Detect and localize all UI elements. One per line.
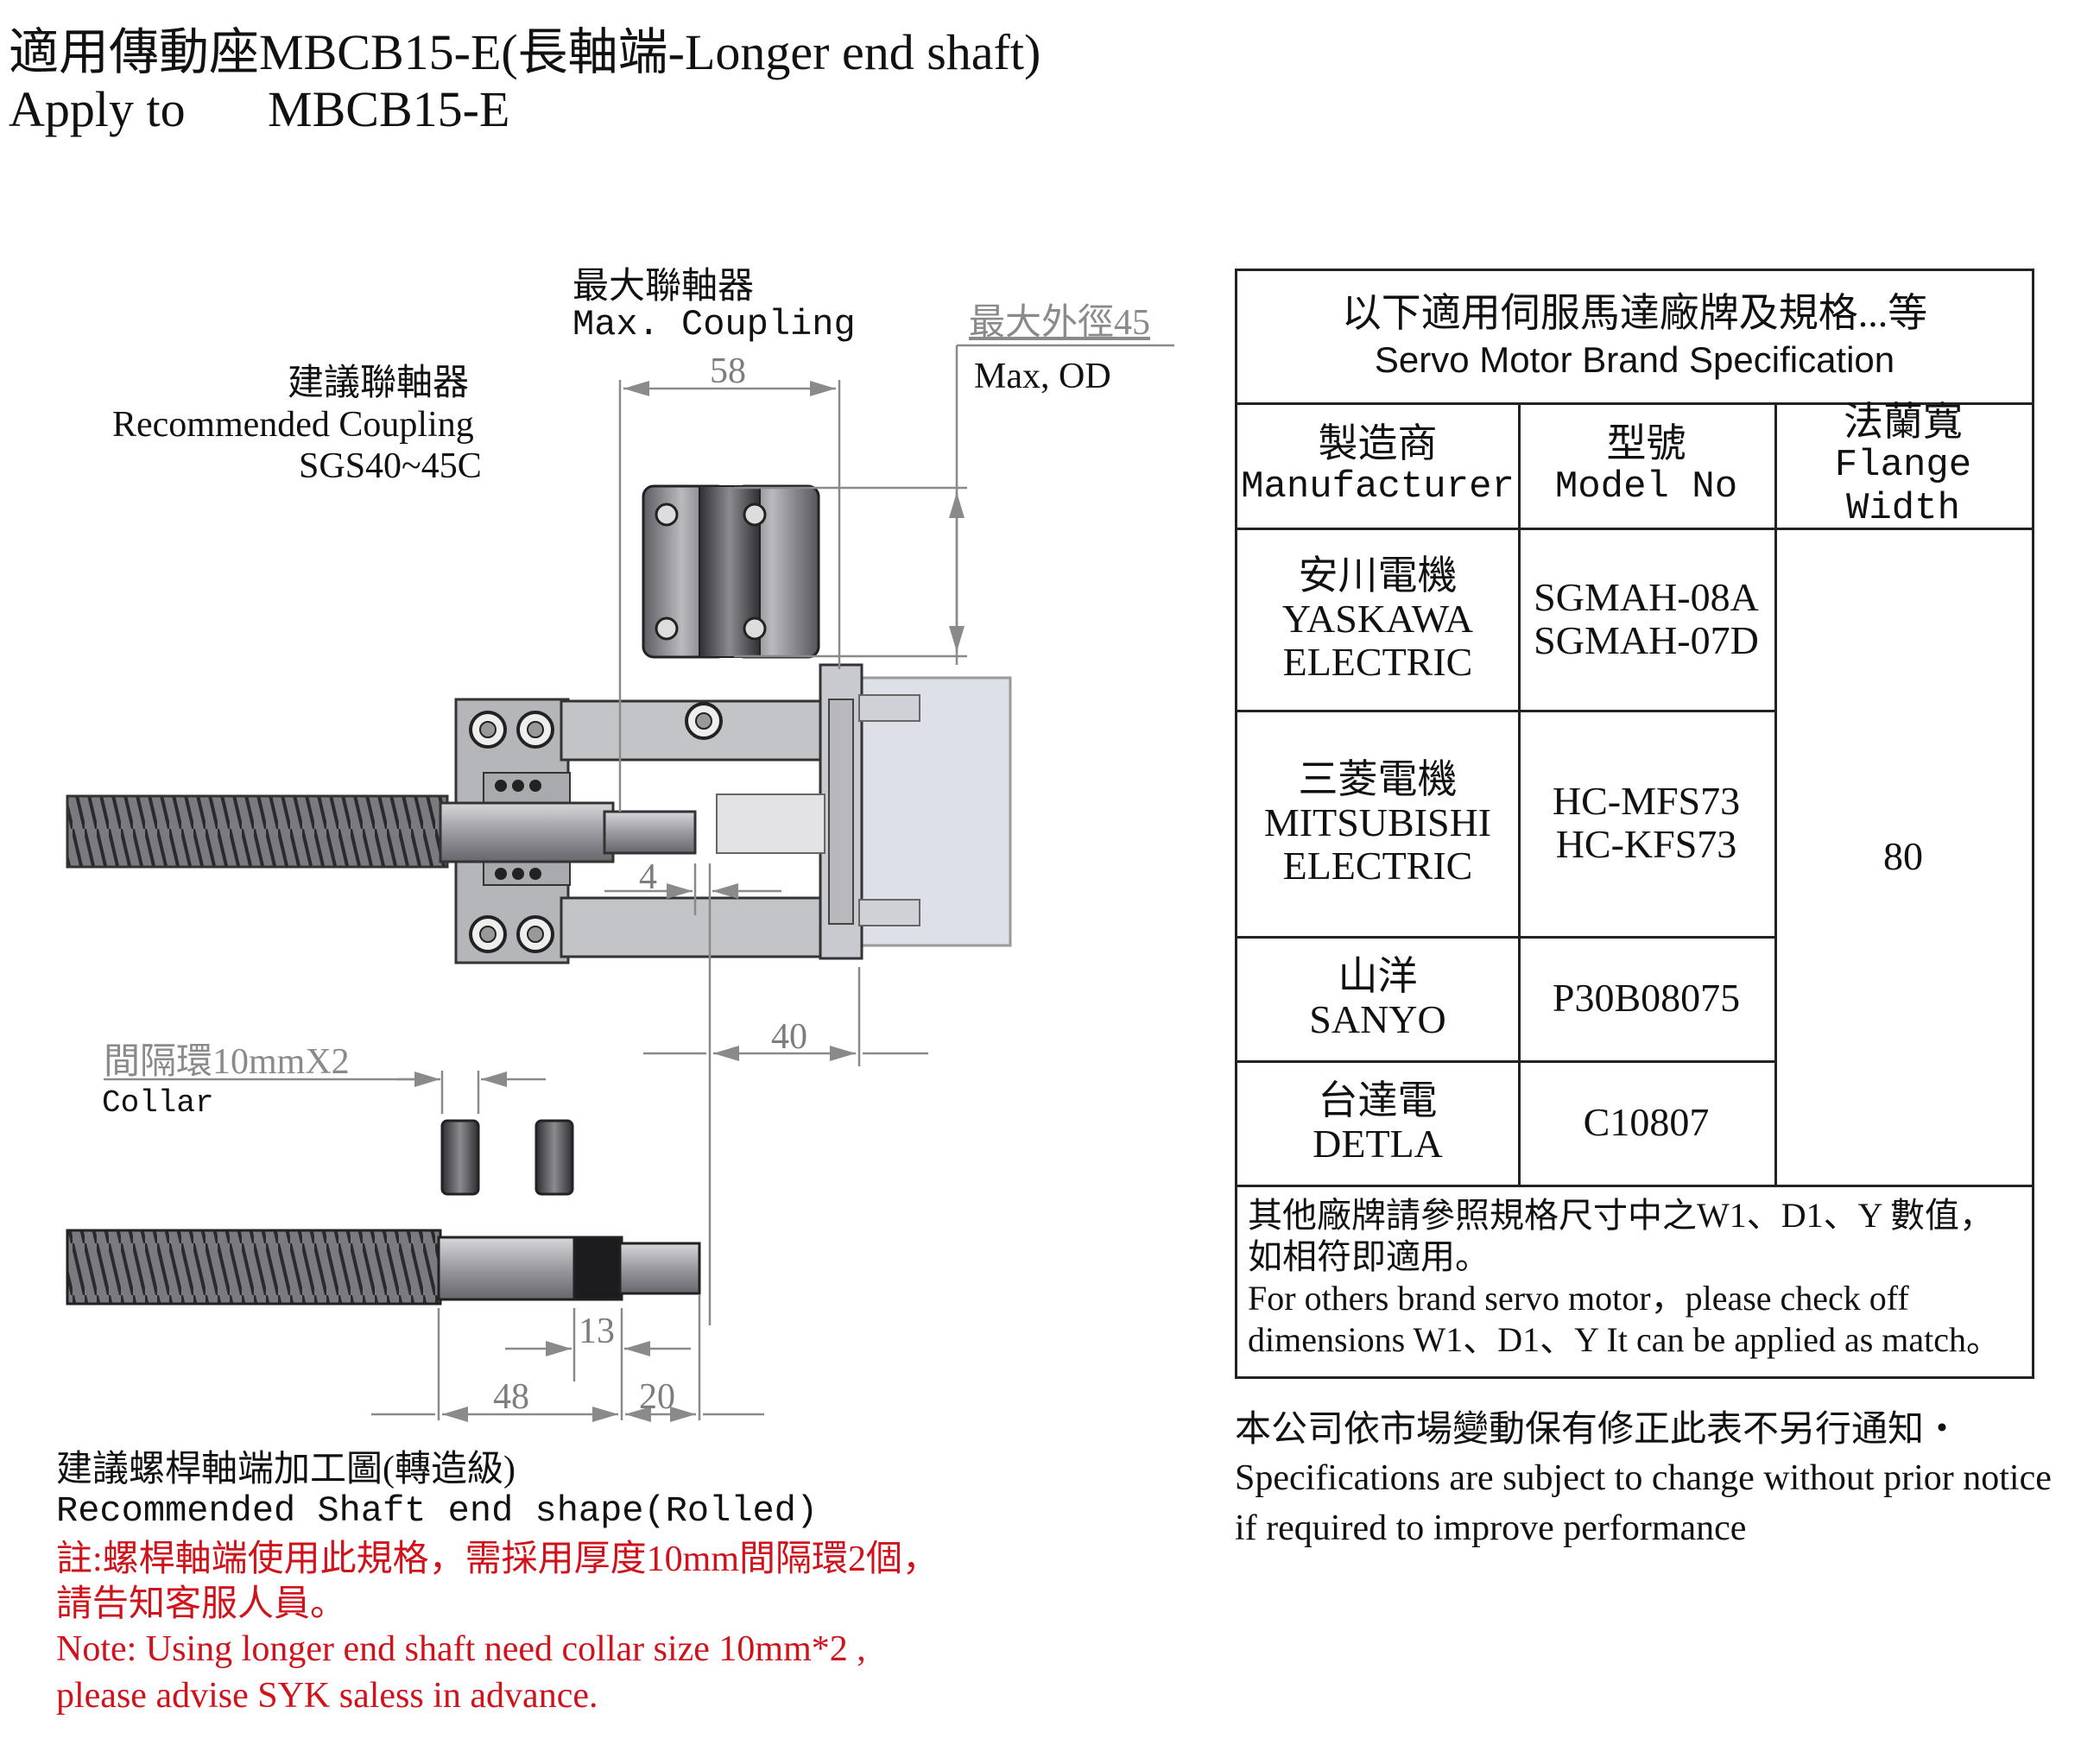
column-header-zh: 型號 xyxy=(1606,420,1686,465)
servo-motor-shape xyxy=(716,663,1012,960)
collar-label-zh: 間隔環10mmX2 xyxy=(104,1042,350,1082)
maker-en: ELECTRIC xyxy=(1282,639,1473,684)
dimension-40: 40 xyxy=(771,1017,807,1057)
dimension-4: 4 xyxy=(639,857,657,897)
table-note-en: dimensions W1、D1、Y It can be applied as … xyxy=(1248,1320,2002,1359)
column-header-en: Manufacturer xyxy=(1241,465,1515,509)
table-row-model: HC-MFS73 HC-KFS73 xyxy=(1518,710,1774,936)
apply-to-model: MBCB15-E xyxy=(268,81,510,137)
dimension-48: 48 xyxy=(493,1377,529,1417)
notice-en-line2: if required to improve performance xyxy=(1235,1508,1747,1548)
model-no: HC-KFS73 xyxy=(1555,822,1737,866)
apply-to-label: Apply to xyxy=(9,81,186,137)
model-no: SGMAH-07D xyxy=(1534,617,1759,662)
max-od-label-en: Max, OD xyxy=(974,357,1111,396)
column-header-model: 型號 Model No xyxy=(1518,402,1774,528)
table-row-maker: 台達電 DETLA xyxy=(1237,1060,1518,1185)
flange-width-value: 80 xyxy=(1774,528,2032,1185)
recommended-coupling-label-en: Recommended Coupling xyxy=(112,405,474,445)
shaft-end-title-en: Recommended Shaft end shape(Rolled) xyxy=(56,1490,819,1532)
column-header-manufacturer: 製造商 Manufacturer xyxy=(1237,402,1518,528)
assembly-screw-shape xyxy=(66,794,697,869)
table-note: 其他廠牌請參照規格尺寸中之W1、D1、Y 數值， 如相符即適用。 For oth… xyxy=(1248,1195,2001,1361)
table-note-en: For others brand servo motor，please chec… xyxy=(1248,1279,1909,1318)
dimension-13: 13 xyxy=(579,1312,615,1351)
maker-en: ELECTRIC xyxy=(1282,844,1473,888)
max-coupling-label-en: Max. Coupling xyxy=(572,304,856,345)
table-title: 以下適用伺服馬達廠牌及規格...等 Servo Motor Brand Spec… xyxy=(1237,271,2032,402)
column-header-zh: 製造商 xyxy=(1318,420,1438,465)
table-row-model: P30B08075 xyxy=(1518,936,1774,1060)
table-row-maker: 安川電機 YASKAWA ELECTRIC xyxy=(1237,528,1518,710)
collar-label-en: Collar xyxy=(102,1085,214,1121)
model-no: HC-MFS73 xyxy=(1552,779,1741,823)
assembly-drawing xyxy=(66,344,1174,1422)
model-no: P30B08075 xyxy=(1552,976,1741,1020)
max-coupling-label-zh: 最大聯軸器 xyxy=(572,267,755,307)
collar-shapes xyxy=(440,1119,574,1196)
maker-zh: 三菱電機 xyxy=(1298,757,1458,801)
note-en-line1: Note: Using longer end shaft need collar… xyxy=(56,1629,866,1669)
note-zh-line1: 註:螺桿軸端使用此規格，需採用厚度10mm間隔環2個， xyxy=(56,1540,939,1579)
recommended-coupling-model: SGS40~45C xyxy=(299,446,482,486)
dimension-20: 20 xyxy=(639,1377,675,1417)
maker-zh: 山洋 xyxy=(1338,954,1418,998)
maker-en: MITSUBISHI xyxy=(1263,800,1492,844)
column-header-zh: 法蘭寬 xyxy=(1844,399,1963,444)
table-row-model: SGMAH-08A SGMAH-07D xyxy=(1518,528,1774,710)
note-zh-line2: 請告知客服人員。 xyxy=(56,1584,347,1624)
dimension-lines xyxy=(104,344,1174,1422)
servo-motor-spec-table: 以下適用伺服馬達廠牌及規格...等 Servo Motor Brand Spec… xyxy=(1235,269,2034,1379)
shaft-end-title-zh: 建議螺桿軸端加工圖(轉造級) xyxy=(56,1450,516,1489)
model-no: SGMAH-08A xyxy=(1534,574,1759,619)
model-no: C10807 xyxy=(1583,1100,1710,1144)
shaft-end-shape xyxy=(66,1229,701,1306)
column-header-flange-width: 法蘭寬 Flange Width xyxy=(1774,399,2032,530)
table-title-zh: 以下適用伺服馬達廠牌及規格...等 xyxy=(1341,291,1928,335)
table-row-maker: 三菱電機 MITSUBISHI ELECTRIC xyxy=(1237,710,1518,936)
column-header-en: Model No xyxy=(1554,465,1738,509)
column-header-en: Flange Width xyxy=(1834,443,1972,530)
flange-width-text: 80 xyxy=(1883,833,1923,878)
maker-en: SANYO xyxy=(1309,997,1446,1041)
notice-en-line1: Specifications are subject to change wit… xyxy=(1235,1458,2052,1498)
table-row-maker: 山洋 SANYO xyxy=(1237,936,1518,1060)
table-note-zh: 其他廠牌請參照規格尺寸中之W1、D1、Y 數值， xyxy=(1248,1196,1995,1235)
maker-zh: 安川電機 xyxy=(1298,553,1458,597)
maker-en: YASKAWA xyxy=(1281,596,1474,641)
max-coupling-shape xyxy=(642,484,820,659)
notice-zh: 本公司依市場變動保有修正此表不另行通知‧ xyxy=(1235,1410,1961,1450)
maker-zh: 台達電 xyxy=(1318,1078,1438,1122)
note-en-line2: please advise SYK saless in advance. xyxy=(56,1676,598,1716)
page-title: 適用傳動座MBCB15-E(長軸端-Longer end shaft) xyxy=(9,24,1041,80)
table-note-zh: 如相符即適用。 xyxy=(1248,1237,1490,1276)
table-row-model: C10807 xyxy=(1518,1060,1774,1185)
table-title-en: Servo Motor Brand Specification xyxy=(1374,339,1895,380)
dimension-58: 58 xyxy=(710,351,746,391)
max-od-label-zh: 最大外徑45 xyxy=(969,303,1151,343)
recommended-coupling-label-zh: 建議聯軸器 xyxy=(288,364,470,403)
maker-en: DETLA xyxy=(1312,1122,1443,1166)
